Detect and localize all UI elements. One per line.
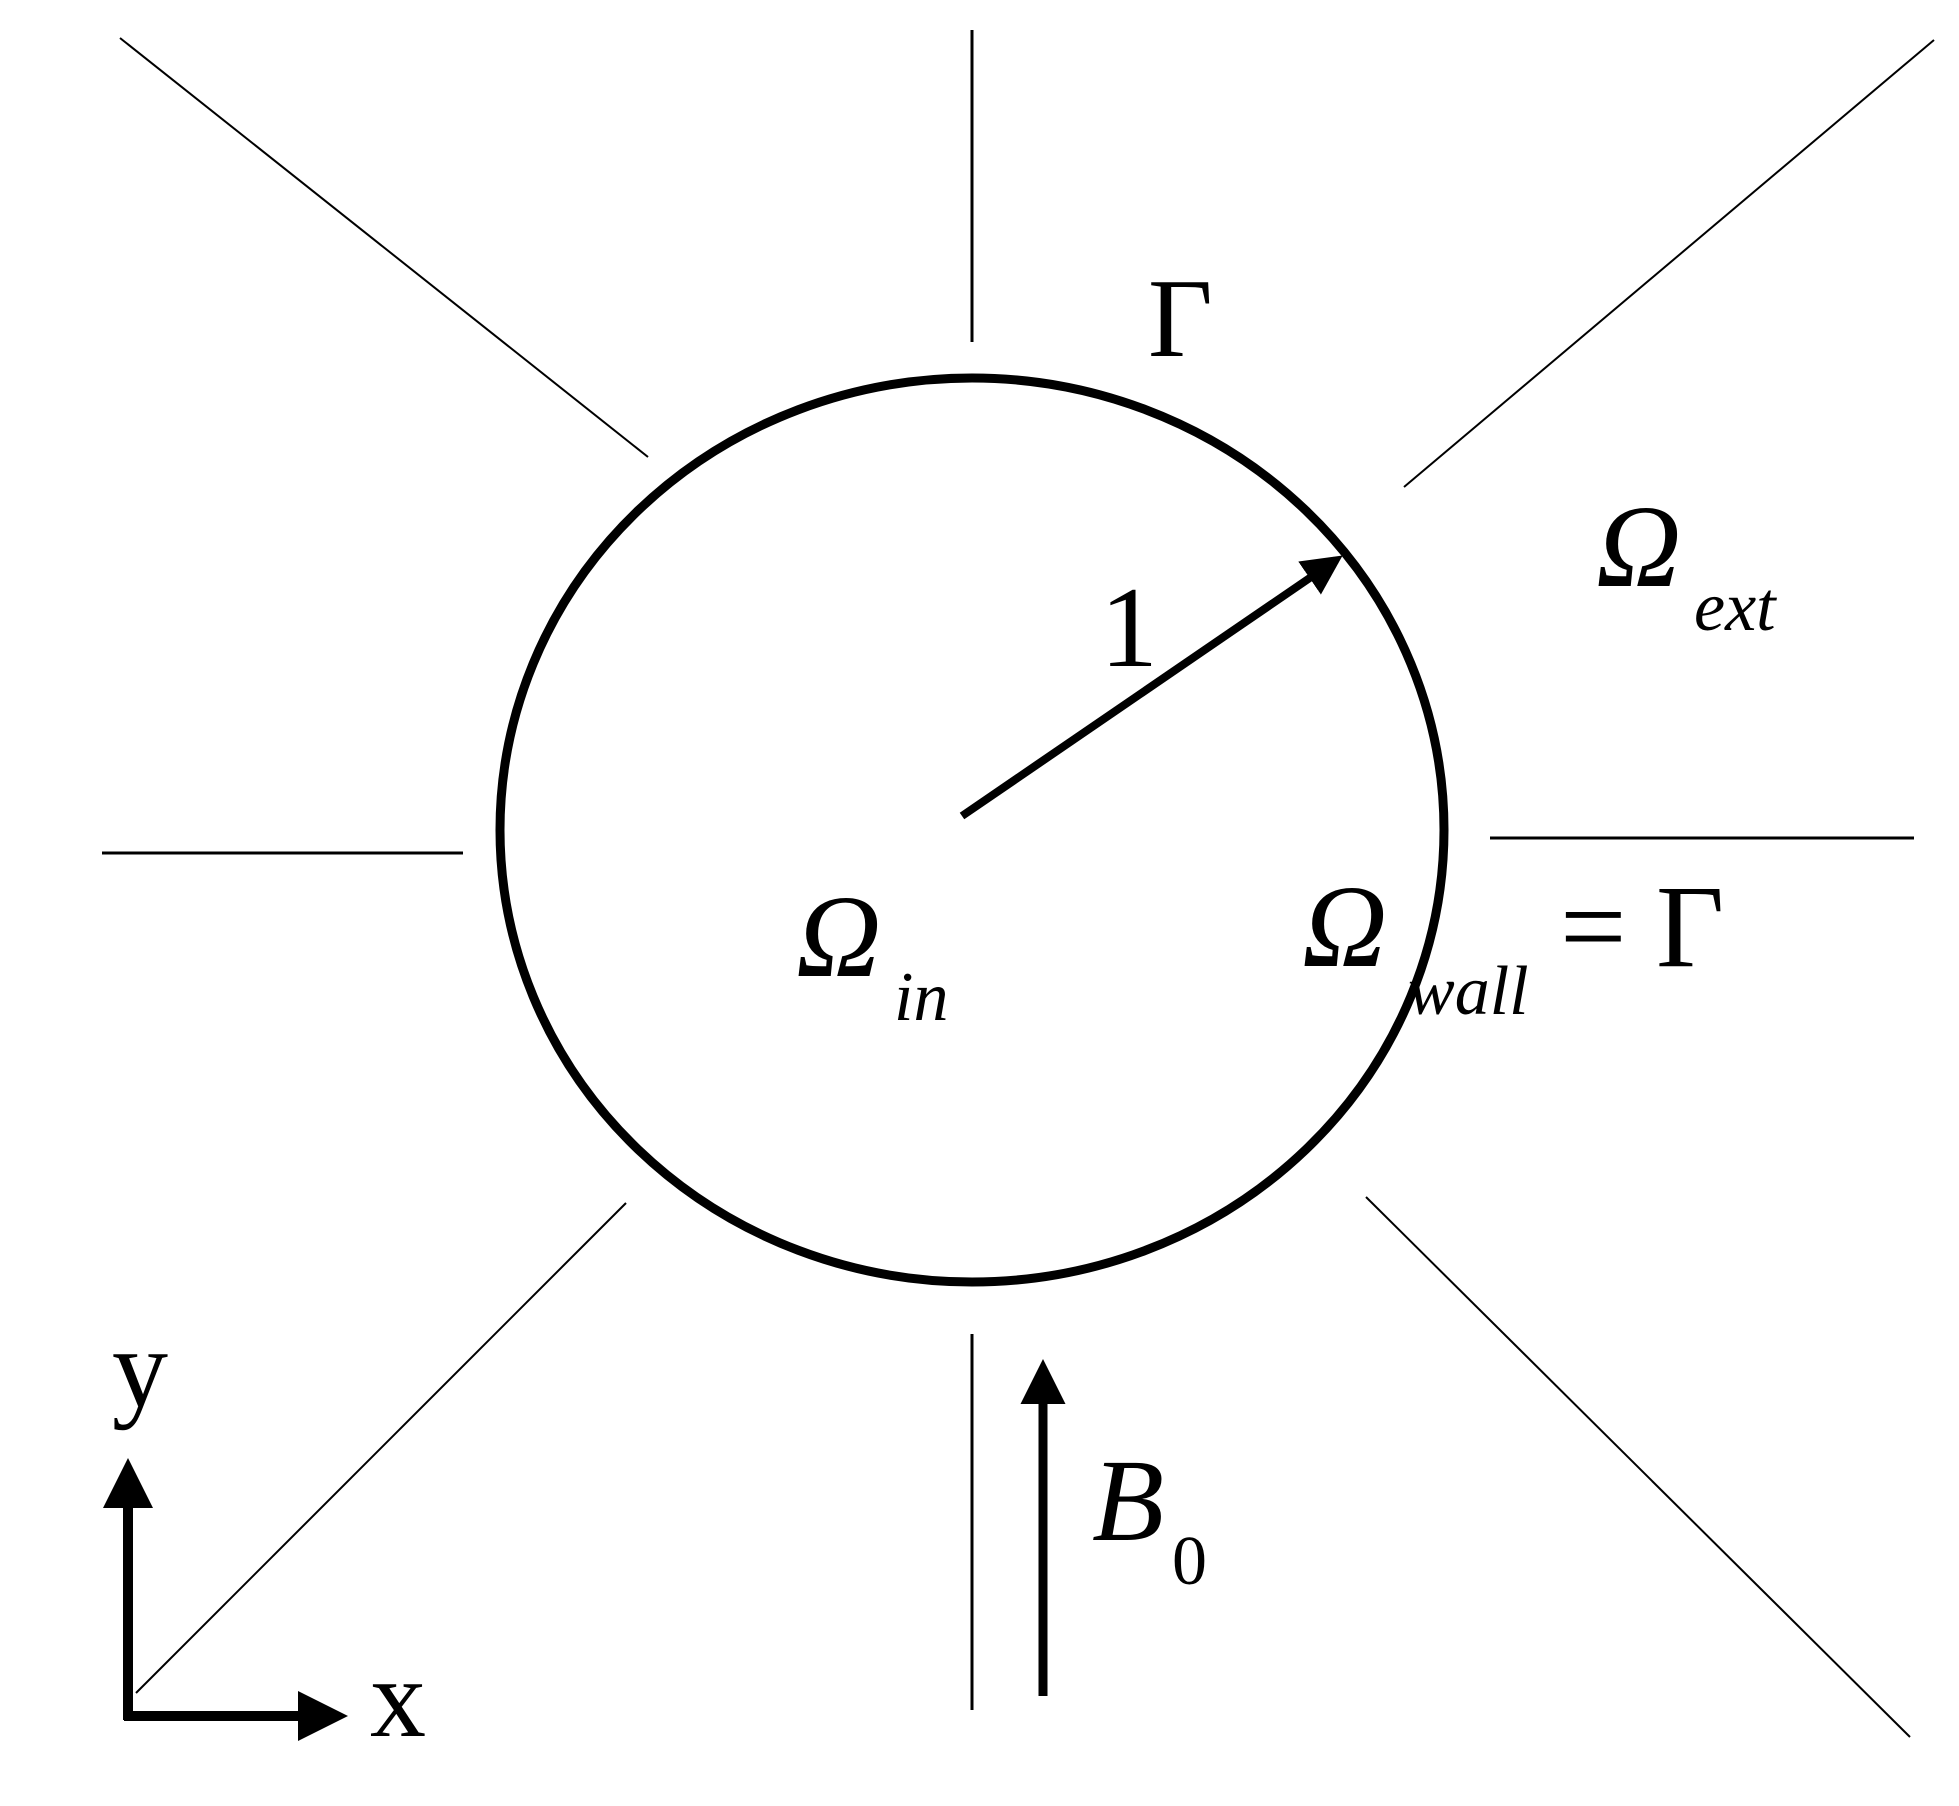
- omega-in-subscript: in: [894, 959, 948, 1036]
- field-symbol: B: [1092, 1435, 1164, 1566]
- omega-in-symbol: Ω: [796, 871, 881, 1002]
- radius-arrow: [959, 555, 1343, 820]
- omega-ext-subscript: ext: [1694, 569, 1777, 646]
- field-subscript: 0: [1172, 1523, 1207, 1600]
- ray-lower-right: [1365, 1196, 1911, 1738]
- gamma-label: Γ: [1148, 257, 1213, 381]
- omega-wall-symbol: Ω: [1302, 861, 1387, 992]
- ray-lower-left: [135, 1202, 627, 1694]
- ray-upper-left: [119, 37, 649, 458]
- wall-circle: [495, 373, 1449, 1287]
- omega-wall-subscript: wall: [1408, 953, 1529, 1030]
- radius-label: 1: [1100, 564, 1158, 692]
- wall-equals-gamma: = Γ: [1560, 861, 1724, 992]
- ray-upper-right: [1403, 39, 1935, 488]
- omega-ext-symbol: Ω: [1596, 481, 1681, 612]
- axis-y-label: y: [112, 1307, 168, 1431]
- axis-x-label: x: [370, 1637, 426, 1761]
